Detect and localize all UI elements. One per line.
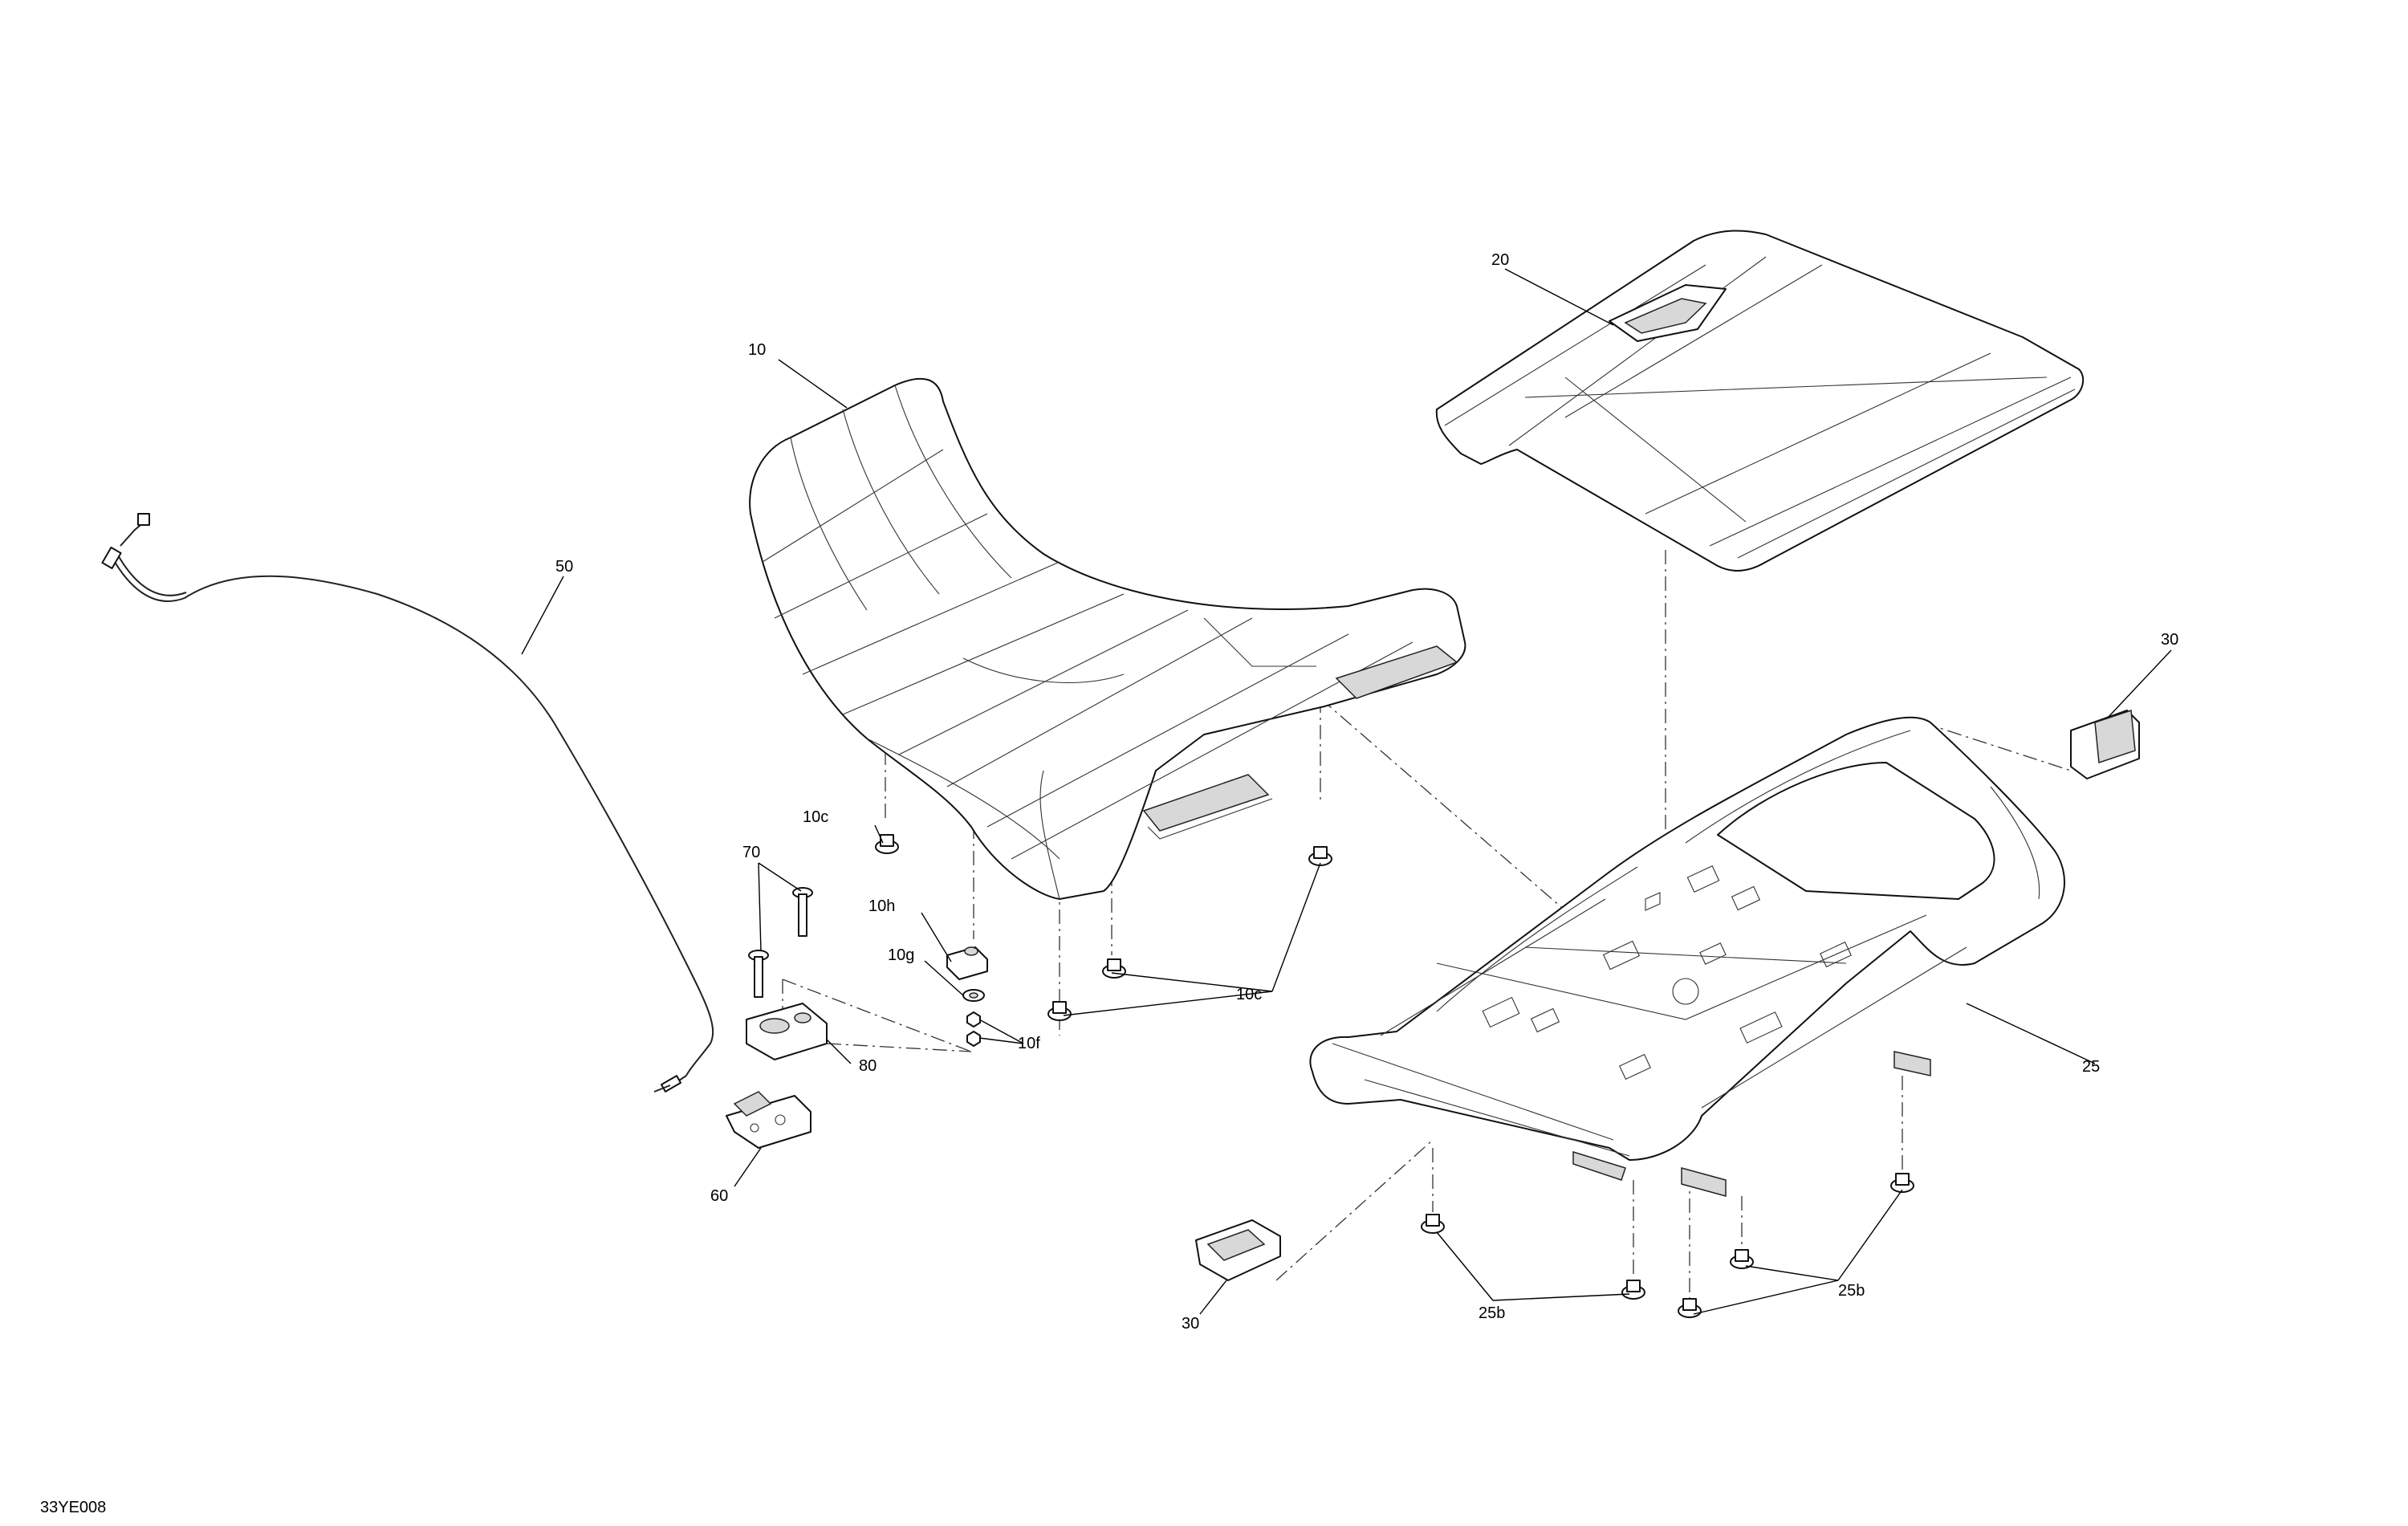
release-cable xyxy=(101,513,714,1093)
diagram-id: 33YE008 xyxy=(40,1499,106,1516)
seat-bumpers xyxy=(875,834,1332,1021)
callout-latch: 60 xyxy=(710,1187,728,1205)
callout-nuts: 10f xyxy=(1018,1035,1040,1052)
seat-hardware xyxy=(946,946,988,1047)
callout-seat-bumpers-right: 10c xyxy=(1236,986,1262,1003)
callout-reflector-right: 30 xyxy=(2161,631,2178,649)
reflector-left xyxy=(1195,1219,1281,1281)
callout-storage-lid: 20 xyxy=(1491,251,1509,269)
callout-nut-clip: 10h xyxy=(868,897,895,915)
callout-washer: 10g xyxy=(888,946,914,964)
frame-bumpers xyxy=(1421,1173,1914,1318)
reflector-right xyxy=(2070,709,2140,779)
storage-lid xyxy=(1435,230,2085,572)
callout-frame: 25 xyxy=(2082,1058,2100,1076)
callout-labels: 10 20 50 10c 10c 10h 10g 10f 70 80 60 30… xyxy=(555,251,2178,1333)
screws xyxy=(748,887,813,998)
callout-screws: 70 xyxy=(742,844,760,861)
callout-reflector-left: 30 xyxy=(1182,1315,1199,1333)
callout-bumpers-front: 25b xyxy=(1479,1304,1505,1322)
callout-bumpers-rear: 25b xyxy=(1838,1282,1865,1300)
callout-seat: 10 xyxy=(748,341,766,359)
seat xyxy=(749,377,1466,900)
leader-lines xyxy=(521,268,2172,1315)
callout-seat-bumper-left: 10c xyxy=(803,808,828,826)
latch-bracket xyxy=(746,1003,828,1060)
callout-latch-bracket: 80 xyxy=(859,1057,877,1075)
callout-cable: 50 xyxy=(555,558,573,576)
latch xyxy=(726,1091,811,1149)
seat-frame xyxy=(1309,716,2065,1197)
